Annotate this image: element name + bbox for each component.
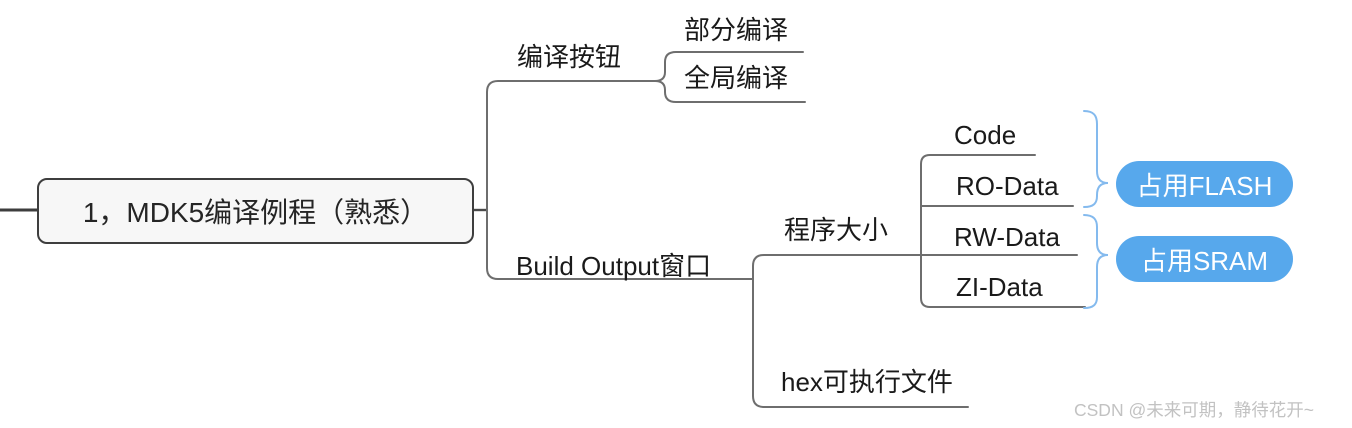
topic-rw-data[interactable]: RW-Data [954, 222, 1060, 252]
csdn-watermark: CSDN @未来可期，静待花开~ [1074, 400, 1314, 420]
topic-root[interactable]: 1，MDK5编译例程（熟悉） [37, 178, 474, 244]
topic-build-output[interactable]: Build Output窗口 [516, 251, 712, 281]
sram-group-brace [1083, 214, 1109, 309]
topic-ro-data[interactable]: RO-Data [956, 171, 1059, 201]
topic-zi-data[interactable]: ZI-Data [956, 272, 1043, 302]
sram-usage-badge[interactable]: 占用SRAM [1116, 236, 1293, 282]
topic-full-compile[interactable]: 全局编译 [684, 63, 789, 93]
topic-hex-file[interactable]: hex可执行文件 [781, 367, 953, 397]
topic-program-size[interactable]: 程序大小 [784, 215, 889, 245]
topic-compile-button[interactable]: 编译按钮 [517, 42, 622, 72]
topic-partial-compile[interactable]: 部分编译 [684, 15, 789, 45]
topic-code[interactable]: Code [954, 120, 1017, 150]
flash-usage-badge[interactable]: 占用FLASH [1116, 161, 1293, 207]
flash-group-brace [1083, 110, 1109, 208]
